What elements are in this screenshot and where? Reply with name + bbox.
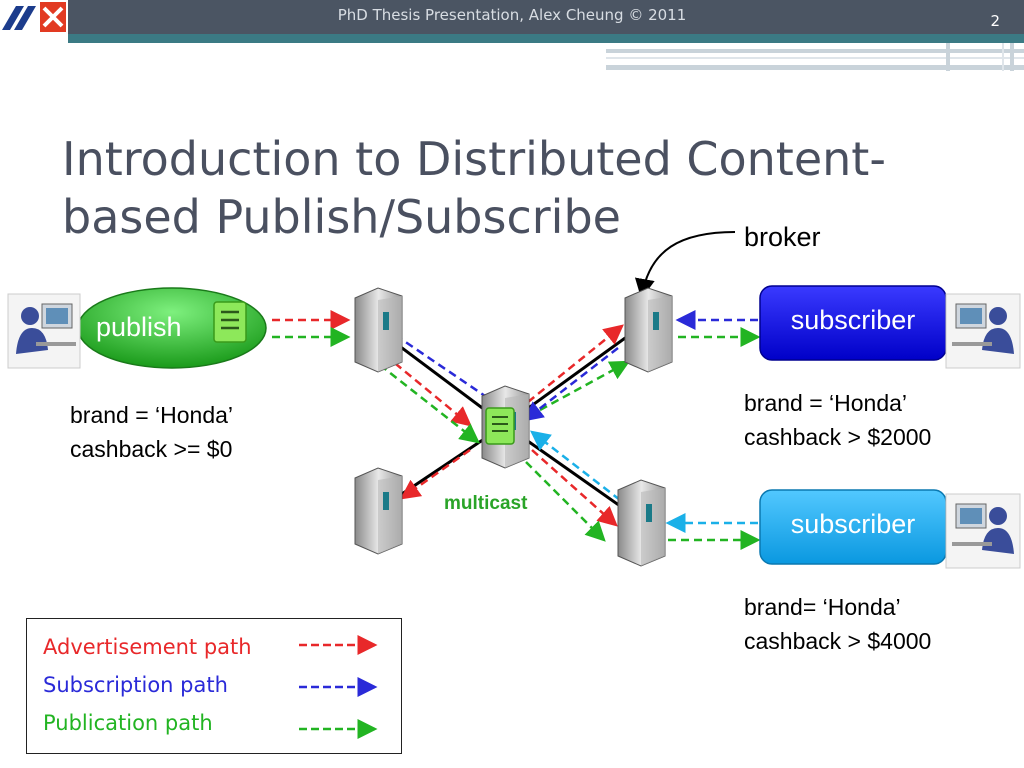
subscriber2-filter-line2: cashback > $4000: [744, 628, 932, 654]
subscriber2-filter: brand= ‘Honda’ cashback > $4000: [744, 590, 931, 658]
publisher-label: publish: [96, 312, 182, 342]
slide-title: Introduction to Distributed Content- bas…: [62, 130, 942, 246]
logo-icon: [0, 0, 68, 34]
publisher-filter-line2: cashback >= $0: [70, 436, 233, 462]
broker-server-icon: [354, 287, 403, 373]
slide-title-line1: Introduction to Distributed Content-: [62, 132, 886, 186]
publisher-filter-line1: brand = ‘Honda’: [70, 402, 234, 428]
sub-arrow-b4: [530, 430, 621, 501]
broker-server-icon: [617, 479, 666, 567]
subscriber2-label: subscriber: [790, 509, 916, 539]
presentation-title: PhD Thesis Presentation, Alex Cheung © 2…: [337, 6, 687, 24]
subscriber1-filter-line1: brand = ‘Honda’: [744, 390, 908, 416]
university-logo: [0, 0, 68, 34]
slide-number: 2: [990, 12, 1000, 30]
subscriber1-filter-line2: cashback > $2000: [744, 424, 932, 450]
legend-swatches: [299, 635, 378, 739]
subscriber1-filter: brand = ‘Honda’ cashback > $2000: [744, 386, 931, 454]
subscriber2-filter-line1: brand= ‘Honda’: [744, 594, 901, 620]
user-at-computer-icon: [7, 293, 81, 369]
header-bar: [0, 0, 1024, 34]
pub-arrow-b1: [379, 364, 480, 444]
broker-server-icon: [624, 287, 673, 373]
publisher-filter: brand = ‘Honda’ cashback >= $0: [70, 398, 233, 466]
broker-server-icon: [354, 467, 403, 555]
multicast-label: multicast: [444, 493, 528, 514]
document-icon: [213, 301, 247, 343]
header-decoration: [606, 43, 1024, 71]
adv-arrow-b3: [399, 448, 471, 500]
adv-arrow-b2: [527, 324, 624, 403]
slide-title-line2: based Publish/Subscribe: [62, 190, 621, 244]
header-accent-bar: [68, 34, 1024, 43]
pub-arrow-b2: [539, 360, 631, 412]
adv-arrow-b4: [531, 449, 618, 527]
pub-arrow-b4: [525, 461, 606, 542]
sub-arrow-b2: [523, 347, 619, 422]
legend: Advertisement path Subscription path Pub…: [26, 618, 402, 754]
broker-callout: [634, 231, 736, 299]
adv-arrow-b1: [384, 354, 472, 427]
subscriber1-label: subscriber: [790, 305, 916, 335]
broker-label: broker: [744, 222, 821, 252]
document-icon: [485, 407, 515, 445]
user-at-computer-icon: [945, 293, 1021, 369]
legend-subscription-label: Subscription path: [43, 673, 228, 697]
legend-publication-label: Publication path: [43, 711, 213, 735]
user-at-computer-icon: [945, 493, 1021, 569]
legend-advertisement-label: Advertisement path: [43, 635, 252, 659]
